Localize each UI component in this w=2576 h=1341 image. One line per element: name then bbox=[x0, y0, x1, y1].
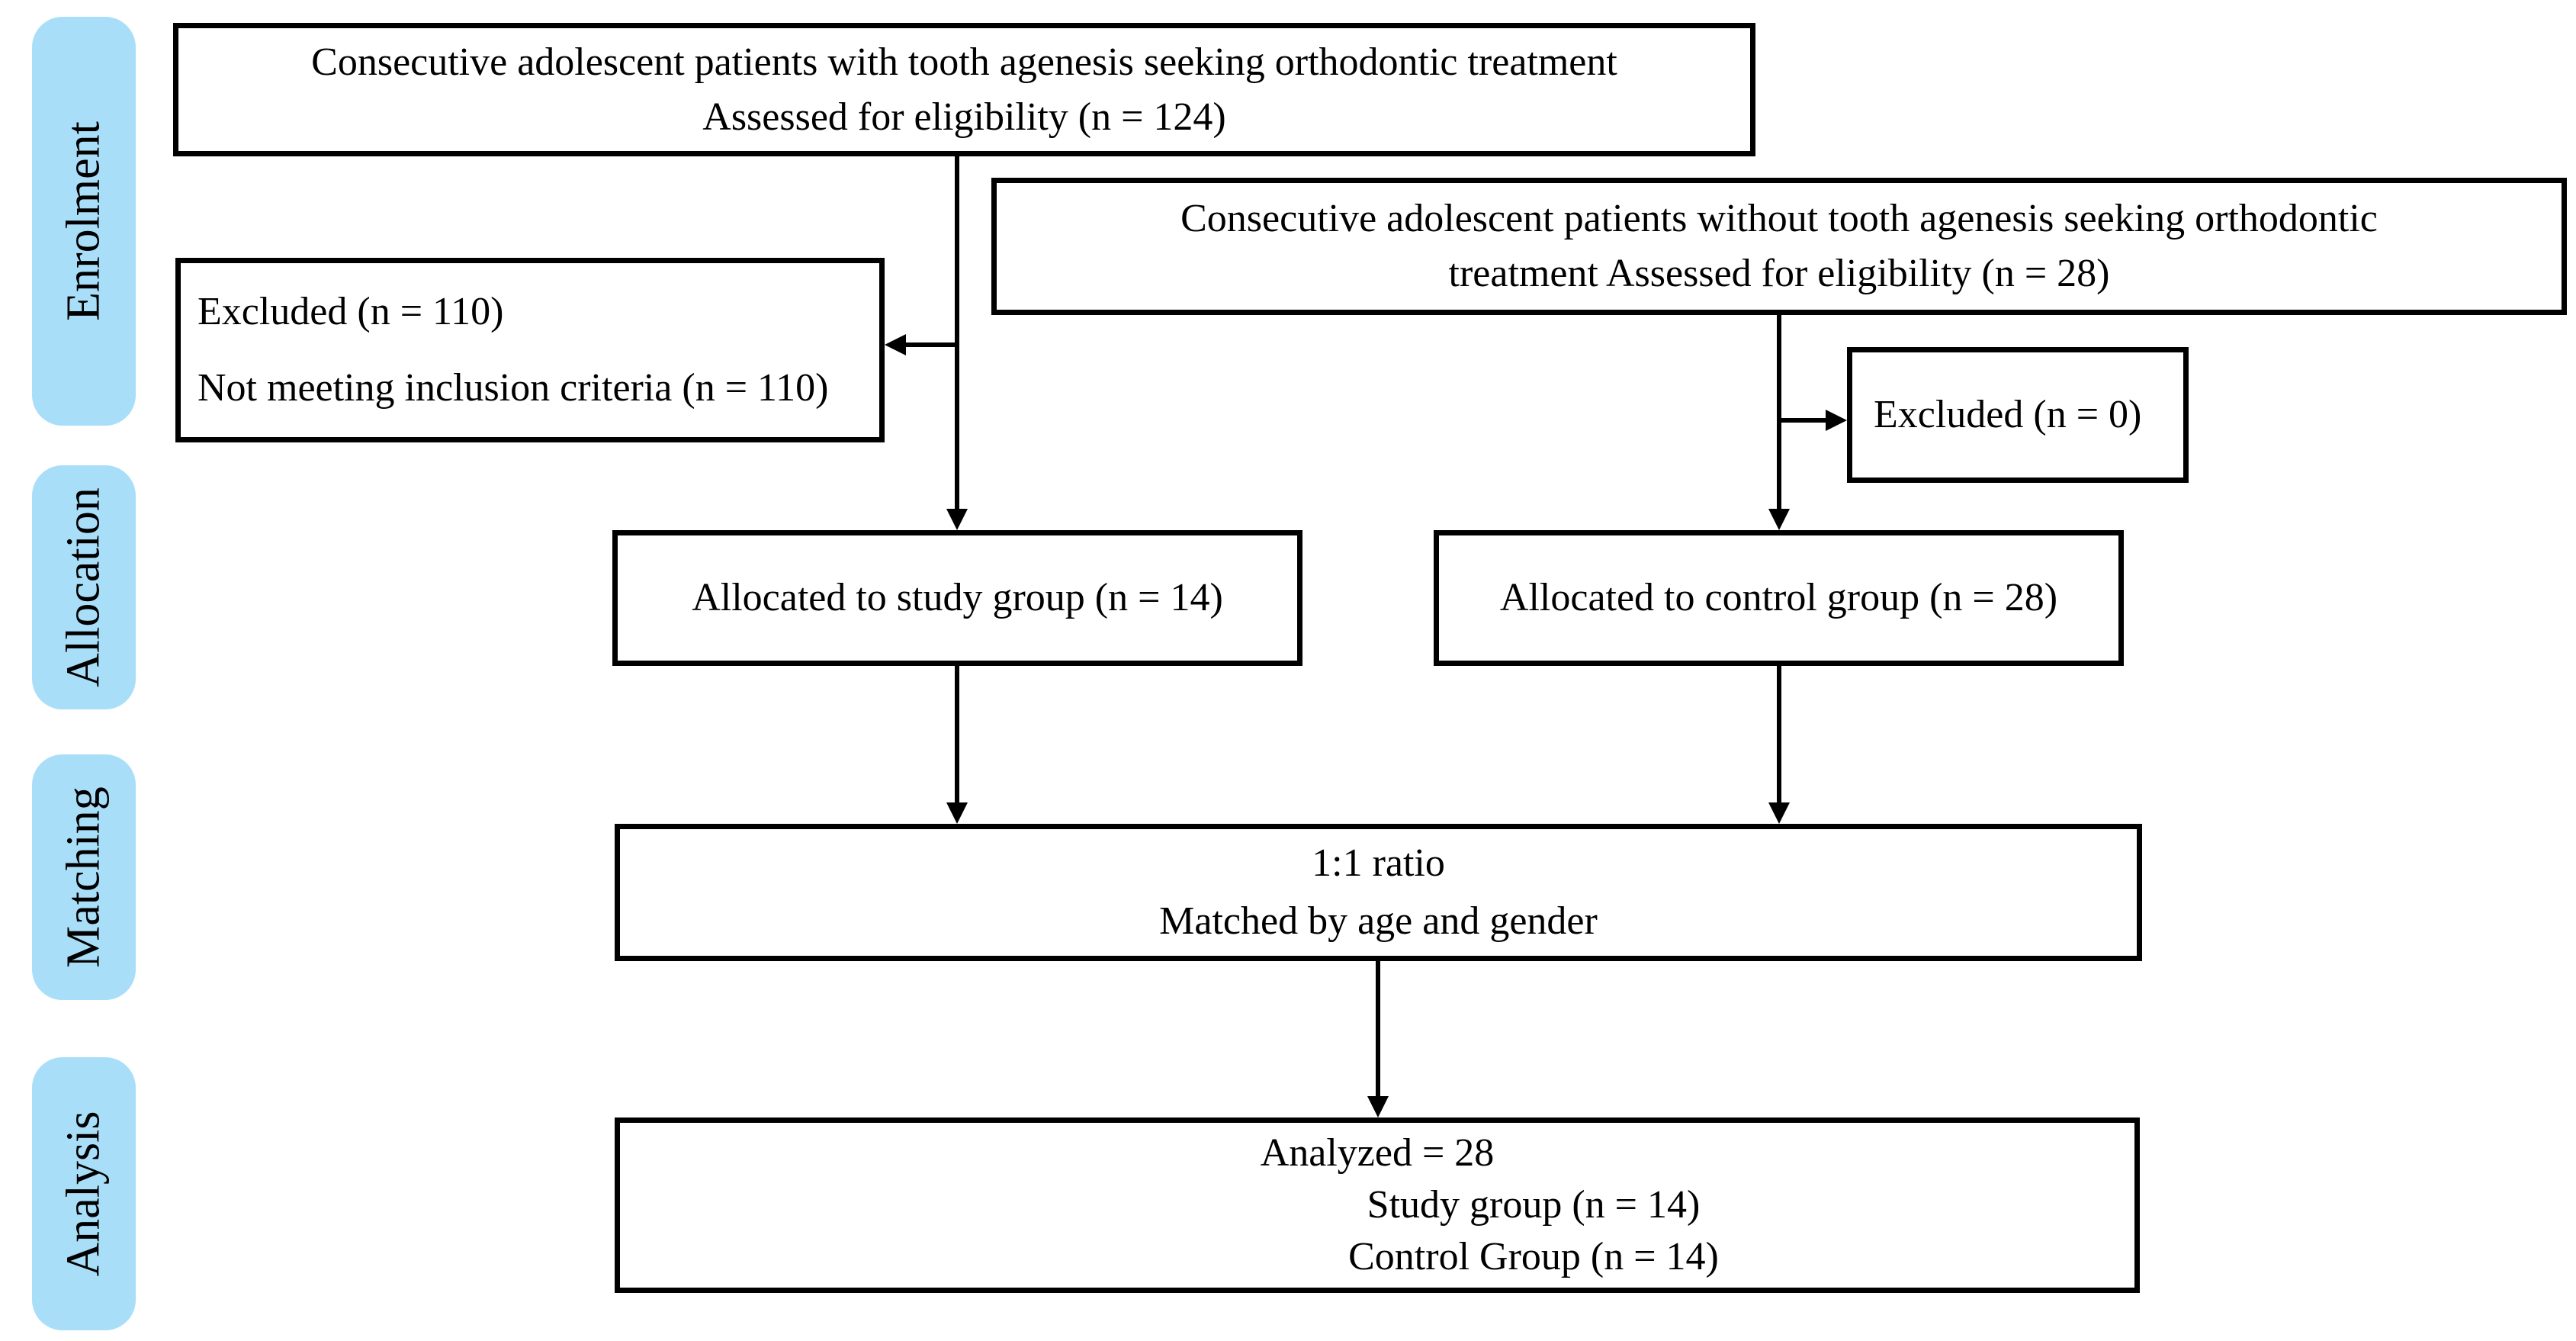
arrowhead-control-to-matching bbox=[1768, 802, 1790, 824]
eligibility-control-line-2: treatment Assessed for eligibility (n = … bbox=[1448, 252, 2110, 295]
analysis-line-1: Analyzed = 28 bbox=[1260, 1131, 1495, 1175]
connector-study-to-matching bbox=[955, 666, 959, 802]
allocated-study-line-1: Allocated to study group (n = 14) bbox=[692, 576, 1223, 619]
connector-eligibility-control-to-allocated bbox=[1777, 315, 1781, 509]
box-analysis: Analyzed = 28 Study group (n = 14) Contr… bbox=[615, 1118, 2140, 1293]
matching-line-1: 1:1 ratio bbox=[1312, 841, 1445, 885]
analysis-line-3: Control Group (n = 14) bbox=[1348, 1235, 1719, 1278]
box-eligibility-control: Consecutive adolescent patients without … bbox=[991, 178, 2567, 315]
eligibility-control-line-1: Consecutive adolescent patients without … bbox=[1180, 197, 2378, 240]
box-allocated-study: Allocated to study group (n = 14) bbox=[612, 530, 1302, 666]
matching-line-2: Matched by age and gender bbox=[1159, 899, 1598, 943]
box-excluded-study: Excluded (n = 110) Not meeting inclusion… bbox=[175, 258, 885, 442]
connector-eligibility-study-to-allocated bbox=[955, 156, 959, 509]
stage-enrolment: Enrolment bbox=[32, 17, 136, 426]
arrowhead-to-allocated-control bbox=[1768, 509, 1790, 530]
connector-branch-excluded-control bbox=[1779, 418, 1826, 423]
connector-matching-to-analysis bbox=[1376, 961, 1380, 1096]
stage-analysis: Analysis bbox=[32, 1057, 136, 1330]
analysis-line-2: Study group (n = 14) bbox=[1367, 1183, 1701, 1227]
eligibility-study-line-1: Consecutive adolescent patients with too… bbox=[311, 40, 1617, 84]
arrowhead-to-excluded-study bbox=[885, 334, 906, 355]
box-allocated-control: Allocated to control group (n = 28) bbox=[1434, 530, 2124, 666]
stage-allocation-label: Allocation bbox=[57, 487, 110, 687]
allocated-control-line-1: Allocated to control group (n = 28) bbox=[1499, 576, 2058, 619]
excluded-study-line-2: Not meeting inclusion criteria (n = 110) bbox=[198, 366, 829, 410]
excluded-control-line-1: Excluded (n = 0) bbox=[1874, 393, 2142, 436]
connector-control-to-matching bbox=[1777, 666, 1781, 802]
arrowhead-study-to-matching bbox=[946, 802, 968, 824]
arrowhead-matching-to-analysis bbox=[1367, 1096, 1389, 1118]
connector-branch-excluded-study bbox=[904, 342, 959, 347]
eligibility-study-line-2: Assessed for eligibility (n = 124) bbox=[702, 95, 1226, 139]
stage-matching: Matching bbox=[32, 754, 136, 1000]
stage-enrolment-label: Enrolment bbox=[57, 121, 110, 321]
stage-matching-label: Matching bbox=[57, 786, 110, 968]
stage-analysis-label: Analysis bbox=[57, 1111, 110, 1277]
excluded-study-line-1: Excluded (n = 110) bbox=[198, 290, 504, 333]
stage-allocation: Allocation bbox=[32, 465, 136, 709]
box-eligibility-study: Consecutive adolescent patients with too… bbox=[173, 23, 1755, 156]
box-excluded-control: Excluded (n = 0) bbox=[1847, 347, 2189, 483]
arrowhead-to-excluded-control bbox=[1826, 410, 1847, 431]
arrowhead-to-allocated-study bbox=[946, 509, 968, 530]
box-matching: 1:1 ratio Matched by age and gender bbox=[615, 824, 2142, 961]
